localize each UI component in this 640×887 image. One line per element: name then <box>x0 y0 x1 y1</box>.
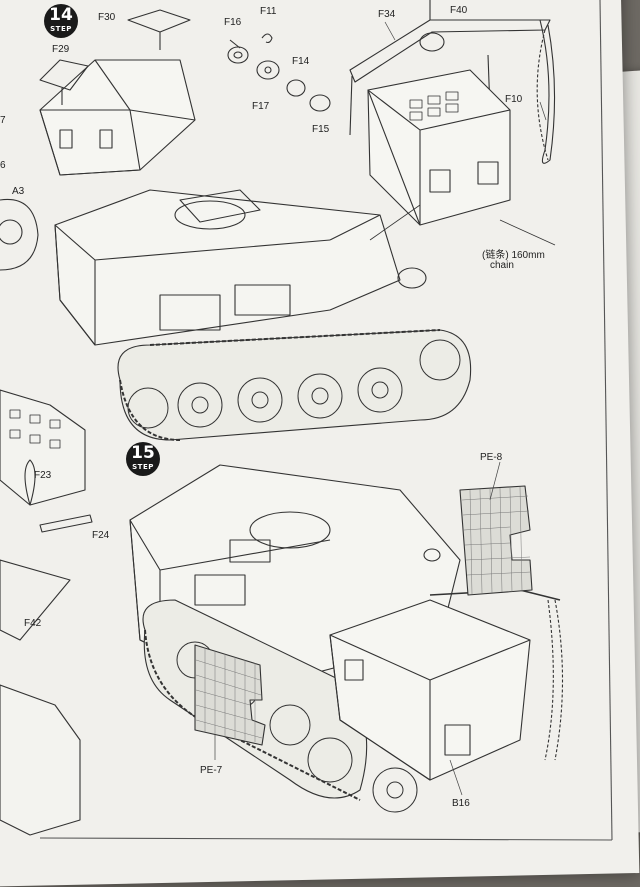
part-label-b16: B16 <box>452 798 470 809</box>
part-label-f24: F24 <box>92 530 110 541</box>
step14-crane-and-box <box>349 0 556 246</box>
part-label-f23: F23 <box>34 470 52 481</box>
step-15-badge: 15 STEP <box>126 442 160 476</box>
part-label-f16: F16 <box>224 17 242 28</box>
pe7-mesh-panel <box>194 644 266 746</box>
step14-vehicle <box>54 189 472 441</box>
part-label-pe7: PE-7 <box>200 765 223 776</box>
step-14-badge: 14 STEP <box>44 4 78 38</box>
part-label-f29: F29 <box>52 44 70 55</box>
step-14-number: 14 <box>49 5 73 25</box>
part-label-f11: F11 <box>260 6 277 17</box>
step-14-word: STEP <box>50 25 72 33</box>
part-label-pe8: PE-8 <box>480 452 503 463</box>
part-label-f10: F10 <box>505 94 523 105</box>
assembly-drawing <box>0 0 613 841</box>
edge-number-6: 6 <box>0 160 6 171</box>
part-label-f14: F14 <box>292 56 310 67</box>
leader-lines <box>214 21 547 796</box>
part-label-f34: F34 <box>378 9 396 20</box>
page-border-bottom <box>39 837 613 841</box>
part-label-a3: A3 <box>12 186 25 197</box>
step14-rear-box <box>39 9 196 176</box>
step14-small-parts <box>227 33 331 112</box>
left-edge-parts <box>0 198 93 836</box>
page-border-right <box>599 0 613 841</box>
chain-note-cn: (链条) 160mm <box>482 250 545 261</box>
edge-number-7: 7 <box>0 115 6 126</box>
part-label-f17: F17 <box>252 101 270 112</box>
step-15-number: 15 <box>131 443 155 463</box>
part-label-f15: F15 <box>312 124 330 135</box>
step-15-word: STEP <box>132 463 154 471</box>
pe8-mesh-panel <box>459 485 533 596</box>
part-label-f40: F40 <box>450 5 468 16</box>
chain-note-en: chain <box>490 260 514 271</box>
part-label-f42: F42 <box>24 618 42 629</box>
part-label-f30: F30 <box>98 12 116 23</box>
